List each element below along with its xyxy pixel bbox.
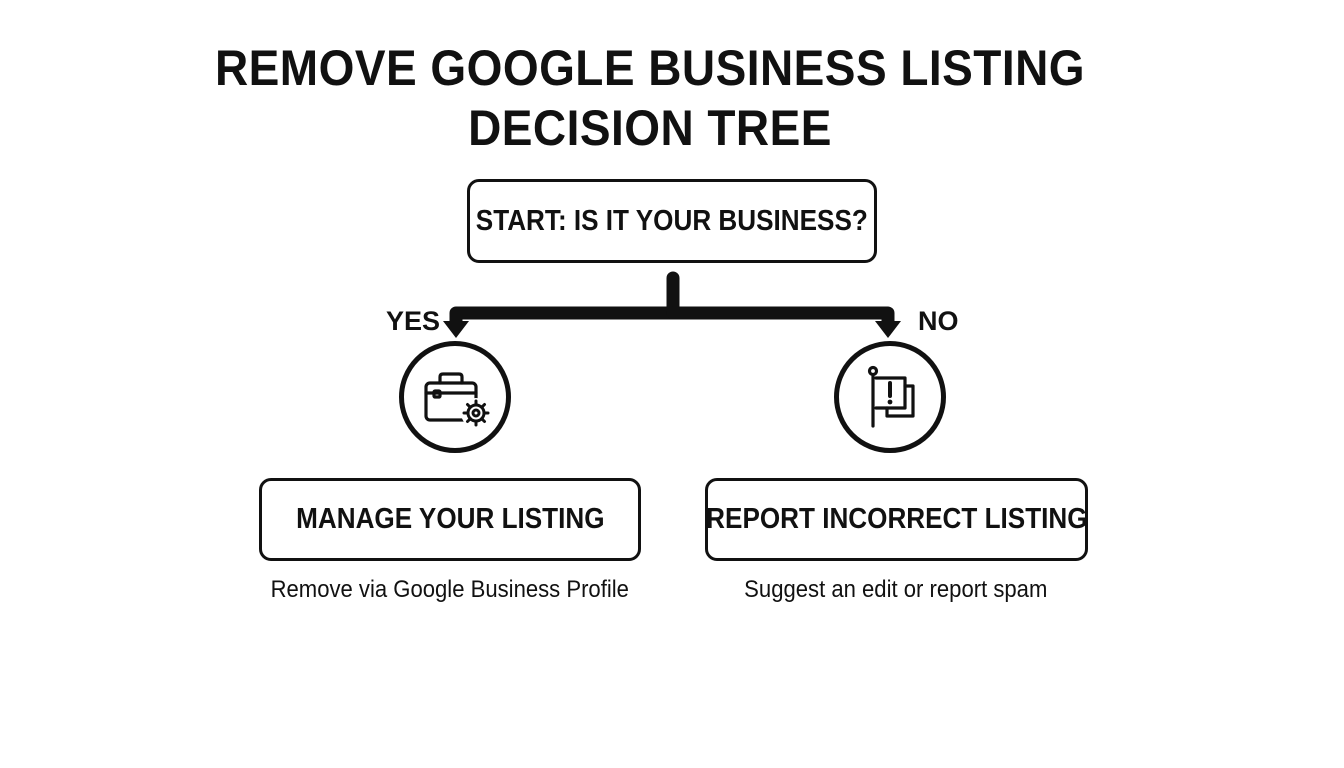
briefcase-icon-circle: [399, 341, 511, 453]
manage-listing-box: MANAGE YOUR LISTING: [259, 478, 641, 561]
manage-listing-caption: Remove via Google Business Profile: [250, 575, 650, 605]
title-line-2: DECISION TREE: [468, 100, 832, 156]
start-decision-box: START: IS IT YOUR BUSINESS?: [467, 179, 877, 263]
report-listing-caption: Suggest an edit or report spam: [696, 575, 1096, 605]
report-listing-label: REPORT INCORRECT LISTING: [705, 503, 1088, 535]
diagram-title: REMOVE GOOGLE BUSINESS LISTING DECISION …: [52, 38, 1248, 158]
report-listing-caption-text: Suggest an edit or report spam: [744, 576, 1048, 603]
start-decision-label: START: IS IT YOUR BUSINESS?: [475, 204, 869, 237]
no-arrowhead: [875, 321, 901, 338]
connector-lines: [449, 271, 895, 329]
no-branch-label: NO: [918, 306, 959, 336]
flag-alert-icon: [867, 365, 915, 428]
briefcase-gear-icon: [424, 372, 491, 428]
manage-listing-label: MANAGE YOUR LISTING: [295, 503, 605, 535]
flag-icon-circle: [834, 341, 946, 453]
title-line-1: REMOVE GOOGLE BUSINESS LISTING: [214, 40, 1086, 96]
yes-arrowhead: [443, 321, 469, 338]
no-branch-line: [666, 306, 895, 329]
yes-branch-label: YES: [386, 306, 441, 336]
manage-listing-caption-text: Remove via Google Business Profile: [270, 576, 630, 603]
report-listing-box: REPORT INCORRECT LISTING: [705, 478, 1088, 561]
yes-branch-line: [449, 306, 680, 329]
